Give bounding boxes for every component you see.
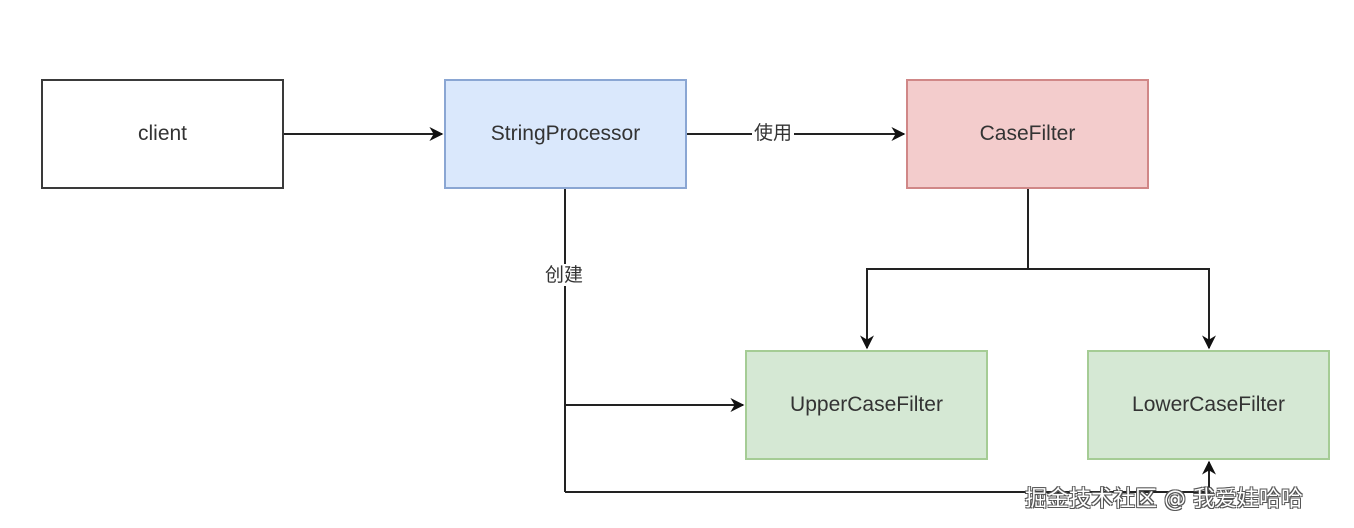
node-upper-case-filter-label: UpperCaseFilter bbox=[790, 393, 943, 416]
edge-label-create: 创建 bbox=[543, 264, 586, 286]
node-lower-case-filter-label: LowerCaseFilter bbox=[1132, 393, 1285, 416]
node-client[interactable]: client bbox=[41, 79, 284, 189]
edge-casefilter-to-uppercasefilter bbox=[860, 268, 1028, 350]
node-lower-case-filter[interactable]: LowerCaseFilter bbox=[1087, 350, 1330, 460]
node-string-processor[interactable]: StringProcessor bbox=[444, 79, 687, 189]
node-upper-case-filter[interactable]: UpperCaseFilter bbox=[745, 350, 988, 460]
node-case-filter-label: CaseFilter bbox=[979, 122, 1076, 145]
node-string-processor-label: StringProcessor bbox=[490, 122, 641, 145]
node-case-filter[interactable]: CaseFilter bbox=[906, 79, 1149, 189]
node-client-label: client bbox=[137, 122, 188, 145]
edge-stringprocessor-to-lowercasefilter bbox=[565, 460, 1216, 493]
edge-casefilter-to-lowercasefilter bbox=[1028, 268, 1216, 350]
watermark: 掘金技术社区 @ 我爱娃哈哈 bbox=[1025, 487, 1303, 512]
edge-label-use: 使用 bbox=[752, 122, 795, 144]
